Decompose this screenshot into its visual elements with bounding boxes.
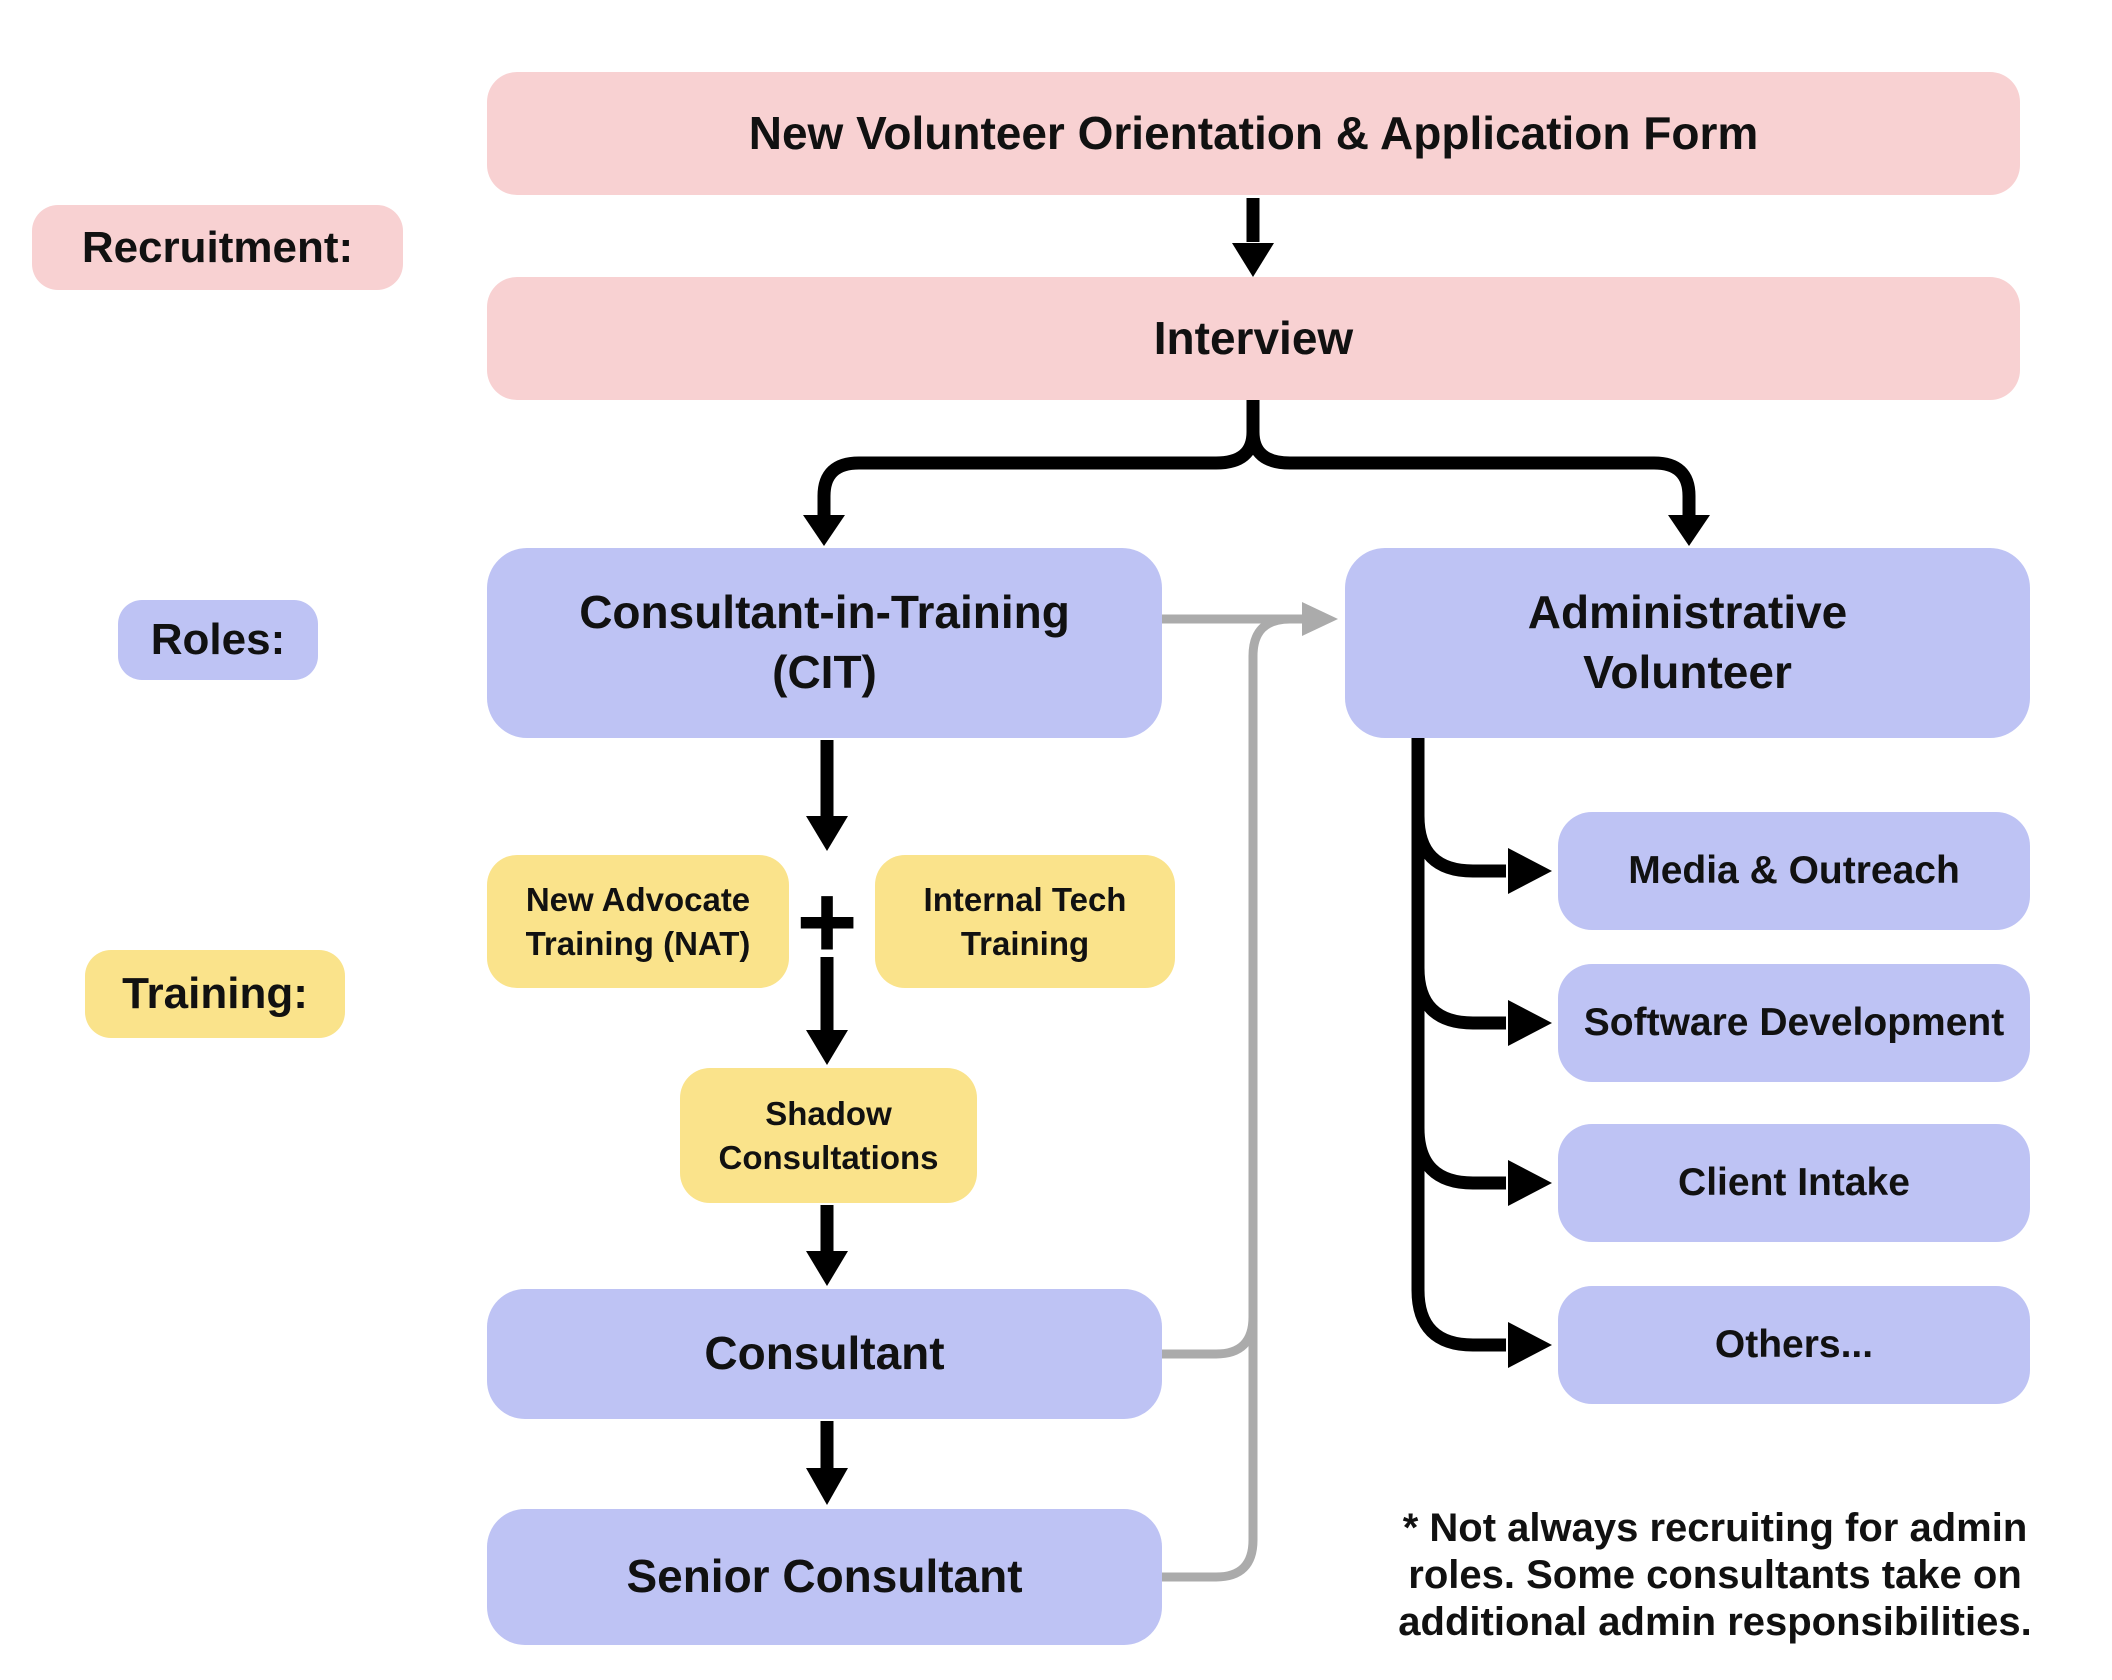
admin-branch-client [1411,1127,1506,1190]
gray-line-senior-to-admin [1162,614,1291,1582]
internal-tech-box: Internal Tech Training [875,855,1175,988]
arrowhead-senior [806,1468,848,1505]
recruitment-label-text: Recruitment: [81,222,354,272]
admin-branch-media [1411,815,1506,878]
arrowhead-others [1508,1322,1552,1368]
arrowhead-training [806,816,848,851]
interview-box: Interview [487,277,2020,400]
cit-line1: Consultant-in-Training [579,586,1070,639]
senior-consultant-label: Senior Consultant [626,1550,1023,1603]
admin-line2: Volunteer [1583,646,1792,698]
media-outreach-label: Media & Outreach [1628,848,1960,892]
shadow-consultations-box: Shadow Consultations [680,1068,977,1203]
footnote-line1: * Not always recruiting for admin [1402,1506,2028,1550]
training-section-label: Training: [85,950,345,1038]
consultant-label: Consultant [704,1327,945,1380]
arrowhead-interview [1232,243,1274,277]
plus-icon: + [777,862,877,982]
arrowhead-software [1508,1000,1552,1046]
client-intake-box: Client Intake [1558,1124,2030,1242]
client-intake-label: Client Intake [1678,1160,1910,1204]
internal-tech-line2: Training [960,924,1090,962]
footnote-line3: additional admin responsibilities. [1398,1600,2032,1644]
interview-box-label: Interview [1153,311,1354,364]
consultant-box: Consultant [487,1289,1162,1419]
roles-section-label: Roles: [118,600,318,680]
others-box: Others... [1558,1286,2030,1404]
admin-volunteer-box: Administrative Volunteer [1345,548,2030,738]
arrowhead-client [1508,1160,1552,1206]
recruitment-section-label: Recruitment: [32,205,403,290]
nat-line1: New Advocate [525,880,751,918]
roles-label-text: Roles: [150,615,286,665]
others-label: Others... [1714,1322,1874,1366]
arrowhead-cit [803,515,845,546]
senior-consultant-box: Senior Consultant [487,1509,1162,1645]
bracket-interview-to-roles [817,431,1696,520]
gray-arrowhead-admin [1302,602,1338,636]
media-outreach-box: Media & Outreach [1558,812,2030,930]
footnote-line2: roles. Some consultants take on [1408,1553,2022,1597]
cit-box: Consultant-in-Training (CIT) [487,548,1162,738]
admin-footnote: * Not always recruiting for admin roles.… [1305,1505,2112,1646]
gray-line-consultant-to-admin [1162,1316,1258,1359]
software-development-label: Software Development [1583,1000,2005,1044]
orientation-box-label: New Volunteer Orientation & Application … [748,106,1759,159]
plus-glyph: + [796,863,858,981]
arrowhead-consultant [806,1251,848,1286]
orientation-box: New Volunteer Orientation & Application … [487,72,2020,195]
software-development-box: Software Development [1558,964,2030,1082]
admin-line1: Administrative [1527,586,1848,639]
arrowhead-shadow [806,1030,848,1065]
arrowhead-media [1508,848,1552,894]
shadow-line2: Consultations [718,1138,939,1176]
admin-branch-trunk [1411,738,1506,1352]
internal-tech-line1: Internal Tech [923,880,1127,918]
nat-line2: Training (NAT) [525,924,751,962]
training-label-text: Training: [122,969,308,1019]
cit-line2: (CIT) [772,646,877,698]
admin-branch-software [1411,967,1506,1030]
arrowhead-admin [1668,515,1710,546]
shadow-line1: Shadow [765,1094,892,1132]
nat-box: New Advocate Training (NAT) [487,855,789,988]
